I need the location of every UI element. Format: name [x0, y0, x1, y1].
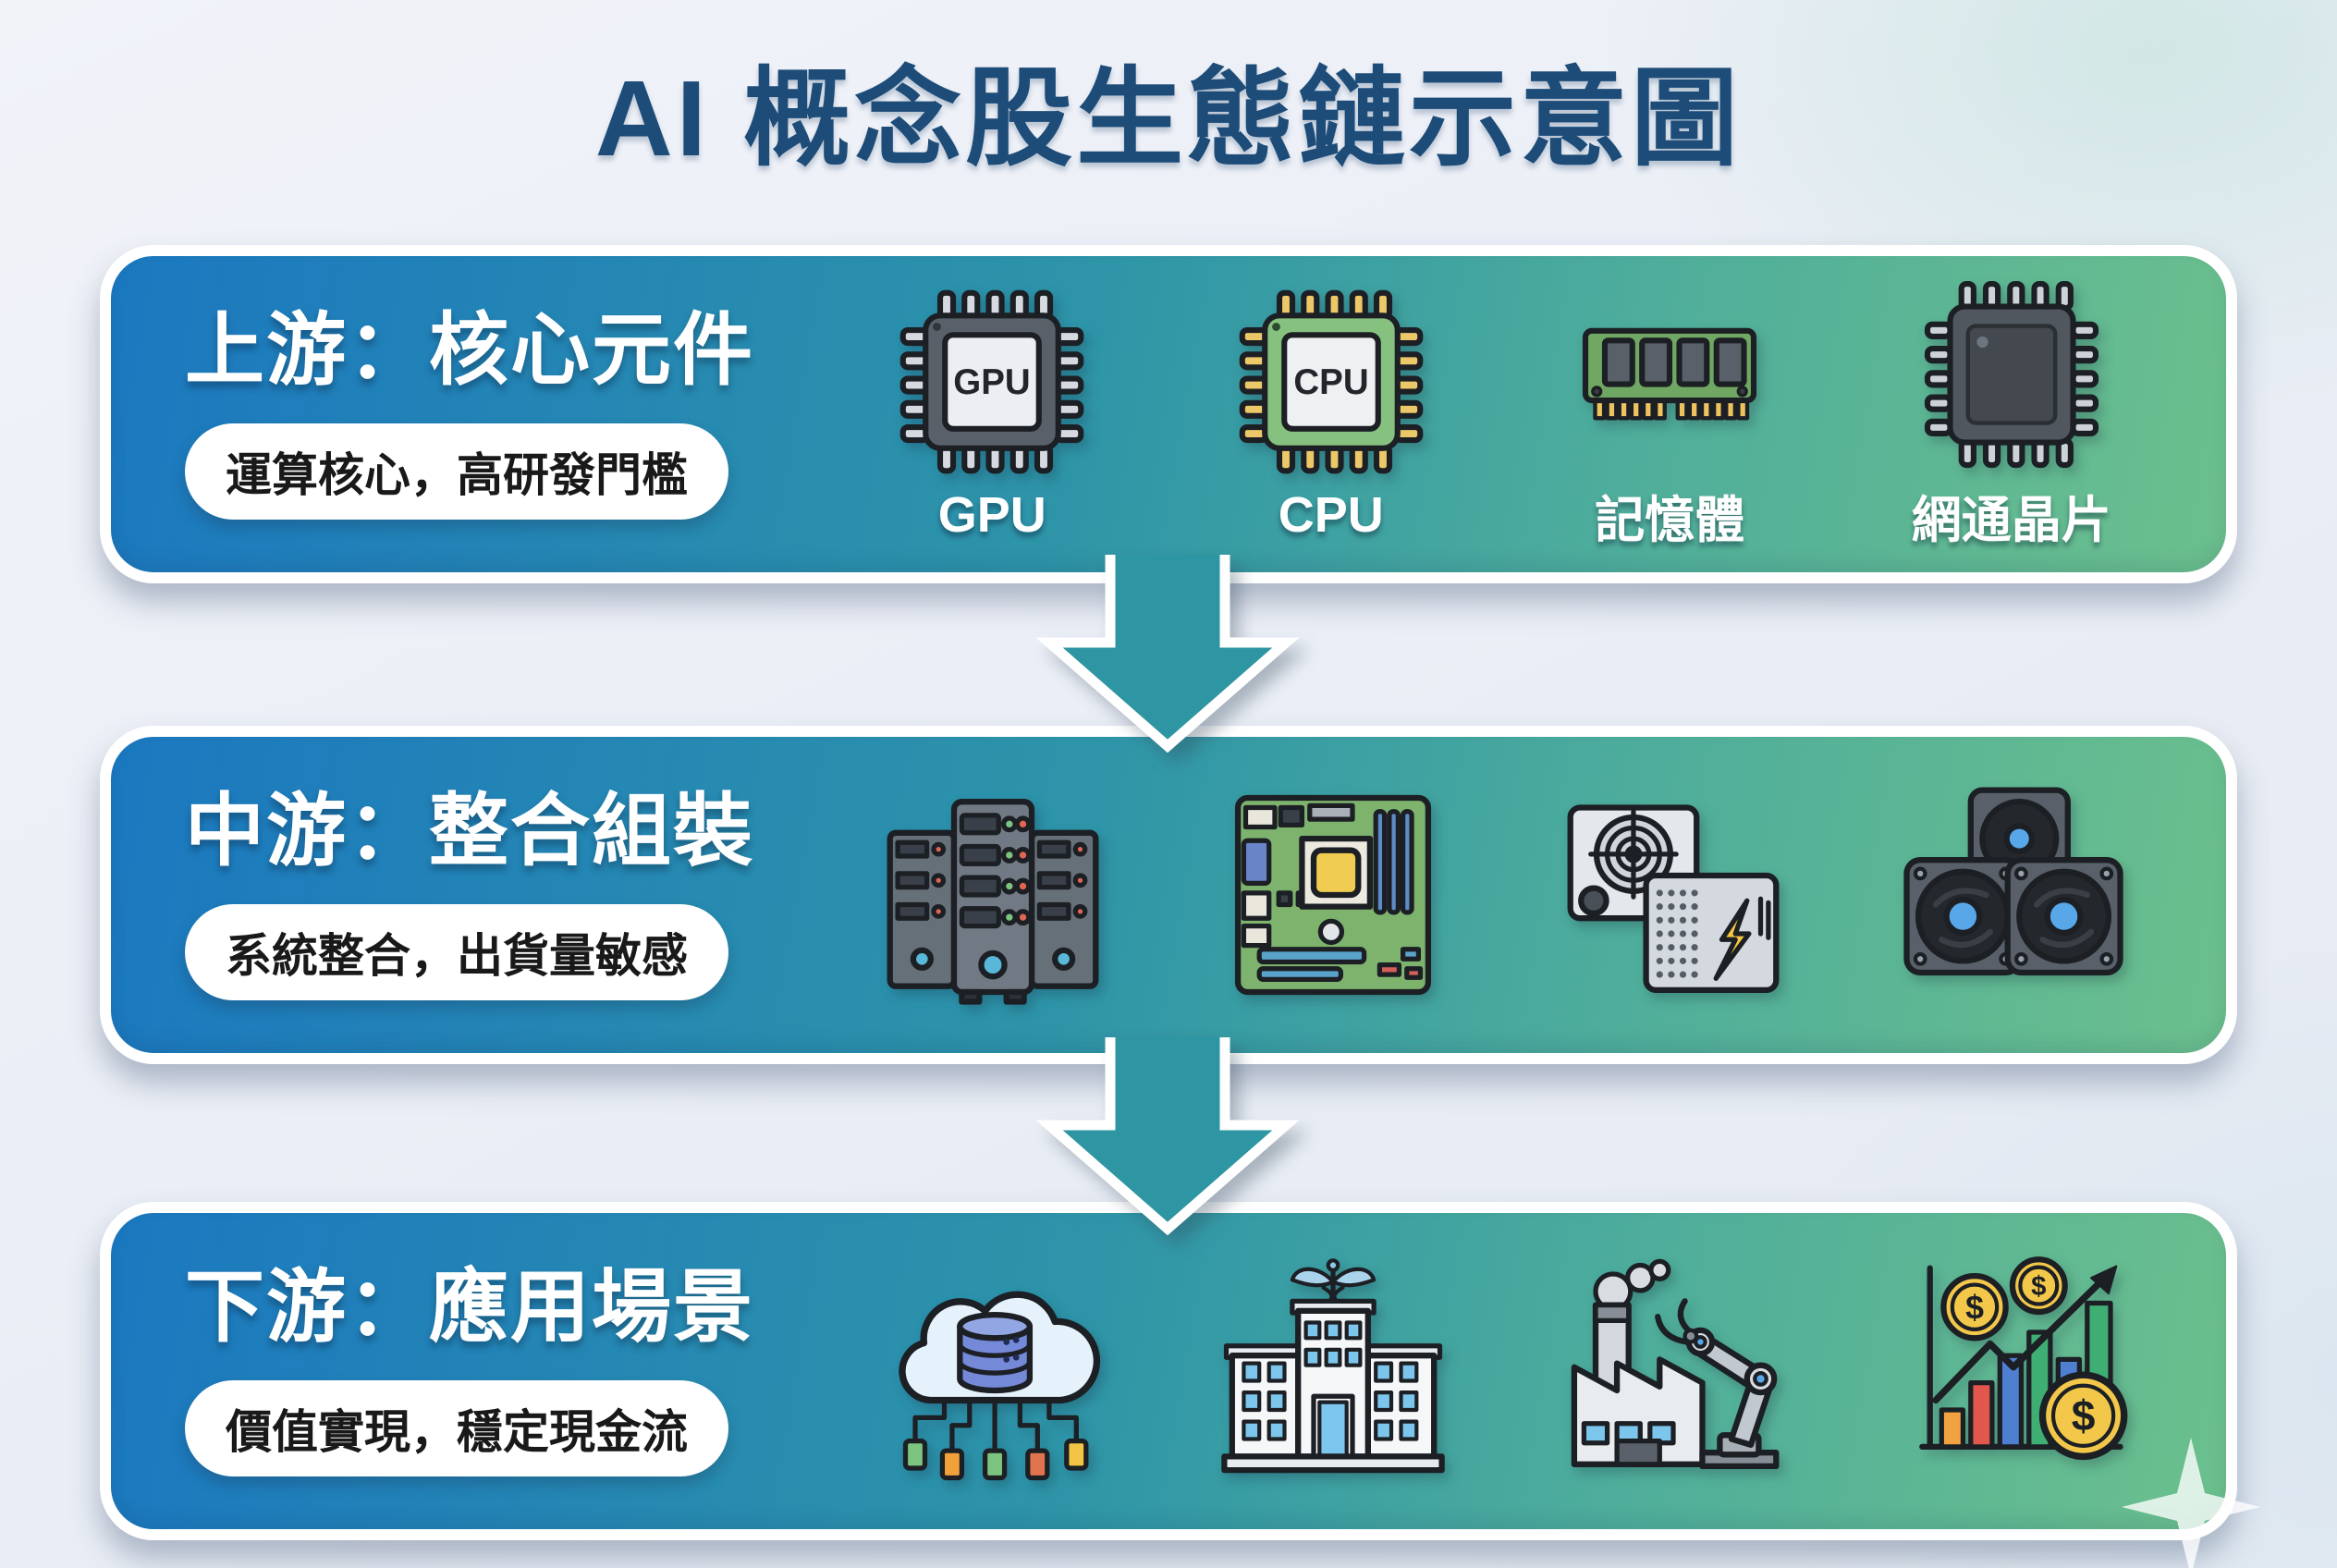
gpu-item: GPU GPU	[895, 285, 1089, 544]
upstream-icon-row: GPU GPU	[823, 256, 2184, 572]
downstream-icon-row: $ $ $	[823, 1213, 2184, 1529]
memory-module-icon	[1583, 327, 1757, 420]
upstream-subtitle-pill: 運算核心，高研發門檻	[185, 423, 728, 521]
power-supply-item	[1557, 778, 1790, 1011]
smart-factory-icon	[1571, 1258, 1780, 1470]
midstream-heading: 中游：整合組裝	[185, 786, 754, 876]
midstream-band: 中游：整合組裝 系統整合，出貨量敏感	[100, 726, 2237, 1064]
downstream-band: 下游：應用場景 價值實現，穩定現金流	[100, 1202, 2237, 1540]
down-arrow-icon	[1035, 555, 1300, 753]
arrow-midstream-to-downstream	[1035, 1037, 1300, 1236]
memory-item: 記憶體	[1572, 277, 1767, 552]
motherboard-item	[1217, 778, 1450, 1011]
down-arrow-icon	[1035, 1037, 1300, 1236]
arrow-upstream-to-midstream	[1035, 555, 1300, 753]
power-supply-icon	[1567, 804, 1780, 994]
midstream-icon-row	[823, 737, 2184, 1053]
server-rack-icon	[887, 799, 1099, 1005]
motherboard-icon	[1234, 794, 1432, 996]
midstream-subtitle-pill: 系統整合，出貨量敏感	[185, 904, 728, 1001]
cpu-label: CPU	[1278, 487, 1384, 543]
cpu-chip-text: CPU	[1293, 362, 1368, 402]
downstream-subtitle-pill: 價值實現，穩定現金流	[185, 1380, 728, 1477]
downstream-heading: 下游：應用場景	[185, 1262, 754, 1352]
downstream-text-block: 下游：應用場景 價值實現，穩定現金流	[185, 1262, 823, 1477]
gpu-chip-text: GPU	[954, 362, 1031, 402]
cooling-fans-item	[1897, 778, 2130, 1011]
finance-chart-item: $ $ $	[1897, 1255, 2130, 1488]
upstream-band: 上游：核心元件 運算核心，高研發門檻	[100, 245, 2237, 583]
smart-factory-item	[1557, 1255, 1790, 1488]
hospital-item	[1217, 1255, 1450, 1488]
midstream-text-block: 中游：整合組裝 系統整合，出貨量敏感	[185, 786, 823, 1001]
finance-chart-icon: $ $ $	[1919, 1256, 2128, 1461]
dollar-sign: $	[2072, 1391, 2096, 1439]
memory-label: 記憶體	[1595, 492, 1745, 548]
gpu-label: GPU	[937, 487, 1046, 543]
cpu-chip-icon: CPU	[1239, 289, 1424, 474]
server-item	[876, 778, 1109, 1011]
cloud-computing-item	[876, 1255, 1109, 1488]
network-chip-item: 網通晶片	[1912, 277, 2111, 552]
cloud-computing-icon	[899, 1291, 1101, 1481]
dollar-sign: $	[2031, 1271, 2046, 1302]
page-title: AI 概念股生態鏈示意圖	[594, 58, 1743, 178]
dollar-sign: $	[1965, 1289, 1984, 1326]
gpu-chip-icon: GPU	[899, 289, 1084, 474]
network-chip-icon	[1924, 280, 2098, 468]
network-chip-label: 網通晶片	[1911, 492, 2111, 548]
hospital-icon	[1221, 1258, 1445, 1474]
upstream-heading: 上游：核心元件	[185, 305, 754, 395]
cooling-fans-icon	[1903, 787, 2123, 976]
cpu-item: CPU CPU	[1234, 285, 1428, 544]
upstream-text-block: 上游：核心元件 運算核心，高研發門檻	[185, 305, 823, 521]
